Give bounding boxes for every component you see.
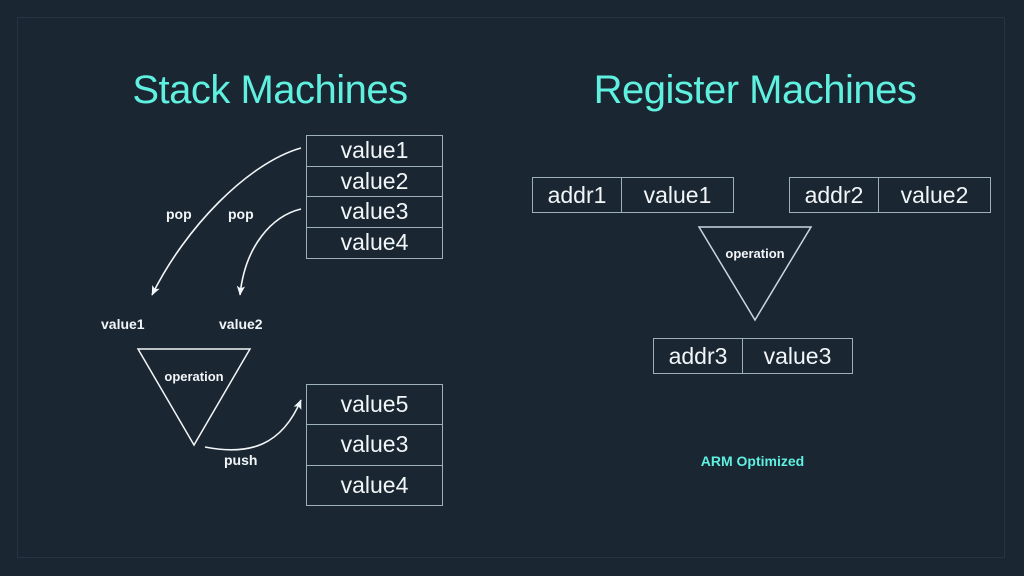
stack-bottom: value5 value3 value4 (306, 384, 443, 506)
popped-value-2: value2 (219, 316, 263, 332)
stack-bottom-cell-0: value5 (307, 385, 442, 426)
register-1-value: value1 (643, 181, 712, 208)
operation-label-right: operation (725, 246, 785, 261)
stack-top-cell-3: value4 (340, 229, 409, 256)
stack-top-cell-1: value2 (307, 167, 442, 197)
stack-bottom-cell-1: value3 (307, 425, 442, 466)
popped-value-1: value1 (101, 316, 145, 332)
pop-label-1: pop (166, 206, 192, 222)
pop-label-2: pop (228, 206, 254, 222)
operation-label-left: operation (164, 369, 224, 384)
register-2-value: value2 (900, 181, 969, 208)
register-box-1: addr1 value1 (532, 177, 734, 213)
register-3-addr: addr3 (654, 339, 743, 373)
register-box-2: addr2 value2 (789, 177, 991, 213)
register-box-3: addr3 value3 (653, 338, 853, 374)
stack-top: value1 value2 value3 value4 (306, 135, 443, 259)
operation-node-right: operation (699, 227, 811, 321)
arm-optimized-note: ARM Optimized (700, 453, 805, 469)
stack-top-cell-0: value1 (307, 136, 442, 167)
register-1-addr: addr1 (533, 178, 622, 212)
register-3-value: value3 (763, 342, 832, 369)
page-title-stack-machines: Stack Machines (132, 68, 408, 112)
operation-node-left: operation (138, 349, 250, 445)
push-label: push (224, 452, 258, 468)
page-title-register-machines: Register Machines (593, 68, 917, 112)
stack-top-cell-2: value3 (307, 197, 442, 228)
register-2-addr: addr2 (790, 178, 879, 212)
stack-bottom-cell-2: value4 (340, 472, 409, 499)
